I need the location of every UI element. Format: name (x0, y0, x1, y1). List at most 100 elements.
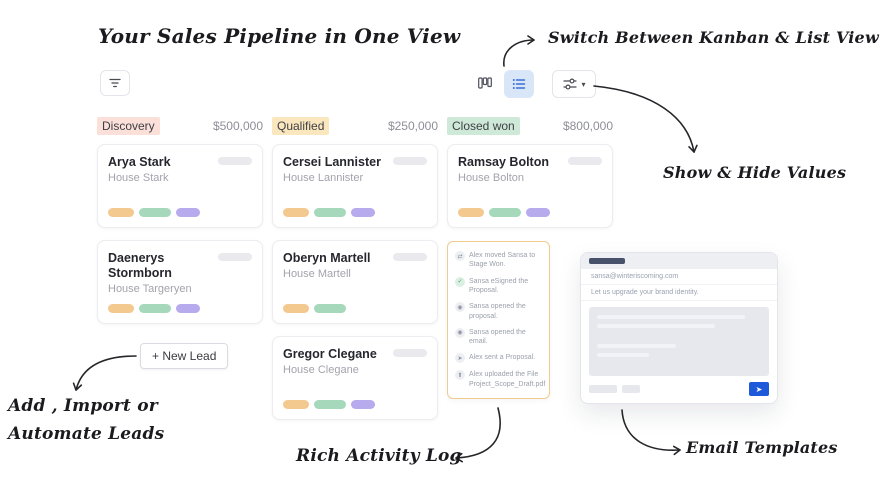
address-placeholder (589, 258, 625, 264)
new-lead-button[interactable]: + New Lead (140, 343, 229, 369)
list-view-icon (512, 79, 526, 89)
email-template-mockup: sansa@winteriscoming.com Let us upgrade … (580, 252, 778, 404)
tag-pills (283, 208, 427, 217)
arrow-email-templates (621, 409, 681, 456)
tag-pill-orange (283, 304, 309, 313)
activity-text: Alex sent a Proposal. (469, 354, 536, 362)
tag-pill-orange (108, 304, 134, 313)
column-discovery: Discovery $500,000 Arya Stark House Star… (97, 116, 263, 336)
annotation-add-leads-line2: Automate Leads (8, 424, 165, 444)
lead-name: Daenerys Stormborn (108, 251, 172, 280)
lead-card[interactable]: Ramsay Bolton House Bolton (447, 144, 613, 228)
chevron-down-icon: ▾ (581, 79, 586, 89)
tag-pill-green (314, 208, 346, 217)
column-header: Closed won $800,000 (447, 116, 613, 136)
lead-company: House Lannister (283, 172, 364, 184)
tag-pill-purple (351, 208, 375, 217)
activity-text: Alex uploaded the File Project_Scope_Dra… (469, 371, 546, 388)
tag-pill-green (314, 400, 346, 409)
column-header: Discovery $500,000 (97, 116, 263, 136)
email-footer: ➤ (581, 376, 777, 403)
list-view-button[interactable] (504, 70, 534, 98)
column-value: $250,000 (387, 119, 438, 133)
tag-pill-purple (526, 208, 550, 217)
activity-text: Alex moved Sansa to Stage Won. (469, 252, 536, 269)
annotation-email-templates: Email Templates (686, 438, 838, 457)
eye-icon: ◉ (455, 302, 465, 313)
lead-card[interactable]: Gregor Clegane House Clegane (272, 336, 438, 420)
tag-pill-green (489, 208, 521, 217)
email-to-field[interactable]: sansa@winteriscoming.com (581, 269, 777, 285)
tag-pill-orange (283, 400, 309, 409)
column-closed-won: Closed won $800,000 Ramsay Bolton House … (447, 116, 613, 240)
value-placeholder (393, 349, 427, 357)
tag-pills (108, 208, 252, 217)
lead-card[interactable]: Oberyn Martell House Martell (272, 240, 438, 324)
activity-entry: ➤ Alex sent a Proposal. (455, 353, 542, 364)
lead-name: Arya Stark (108, 155, 171, 169)
send-button[interactable]: ➤ (749, 382, 769, 396)
lead-company: House Stark (108, 172, 169, 184)
text-line-placeholder (597, 315, 745, 319)
lead-card[interactable]: Cersei Lannister House Lannister (272, 144, 438, 228)
activity-text: Sansa opened the email. (469, 328, 526, 346)
lead-company: House Targeryen (108, 283, 192, 295)
tag-pill-green (139, 304, 171, 313)
value-settings-button[interactable]: ▾ (552, 70, 596, 98)
filter-button[interactable] (100, 70, 130, 96)
email-window-bar (581, 253, 777, 269)
tag-pill-orange (458, 208, 484, 217)
email-subject-field[interactable]: Let us upgrade your brand identity. (581, 285, 777, 301)
send-icon: ➤ (455, 353, 465, 364)
tag-pills (458, 208, 602, 217)
activity-entry: ⇄ Alex moved Sansa to Stage Won. (455, 251, 542, 270)
lead-company: House Martell (283, 268, 351, 280)
filter-icon (109, 78, 121, 88)
lead-name: Cersei Lannister (283, 155, 381, 169)
upload-file-icon: ⬆ (455, 370, 465, 381)
tag-pill-green (314, 304, 346, 313)
column-value: $800,000 (562, 119, 613, 133)
activity-entry: ⬆ Alex uploaded the File Project_Scope_D… (455, 370, 546, 389)
value-placeholder (393, 157, 427, 165)
text-line-placeholder (597, 353, 650, 357)
attachment-placeholder (589, 385, 617, 393)
text-line-placeholder (597, 324, 716, 328)
sliders-icon (563, 78, 578, 90)
arrow-activity-log (455, 407, 501, 463)
column-label[interactable]: Discovery (97, 117, 160, 135)
activity-log-panel: ⇄ Alex moved Sansa to Stage Won. ✓ Sansa… (447, 241, 550, 399)
value-placeholder (218, 253, 252, 261)
activity-entry: ✓ Sansa eSigned the Proposal. (455, 276, 542, 296)
activity-text: Sansa opened the proposal. (469, 303, 526, 320)
kanban-view-icon (478, 77, 492, 89)
column-label[interactable]: Qualified (272, 117, 330, 135)
email-body-placeholder (589, 307, 769, 376)
lead-name: Ramsay Bolton (458, 155, 549, 169)
tag-pill-orange (108, 208, 134, 217)
tag-pill-orange (283, 208, 309, 217)
column-value: $500,000 (212, 119, 263, 133)
lead-card[interactable]: Daenerys Stormborn House Targeryen (97, 240, 263, 324)
lead-name: Oberyn Martell (283, 251, 371, 265)
eye-icon: ◉ (455, 327, 465, 338)
activity-text: Sansa eSigned the Proposal. (469, 277, 529, 295)
tag-pills (283, 400, 427, 409)
tag-pills (283, 304, 427, 313)
annotation-switch-view: Switch Between Kanban & List View (548, 28, 879, 47)
esign-check-icon: ✓ (455, 276, 465, 287)
activity-entry: ◉ Sansa opened the proposal. (455, 302, 542, 321)
column-label[interactable]: Closed won (447, 117, 520, 135)
text-line-placeholder (597, 344, 676, 348)
lead-card[interactable]: Arya Stark House Stark (97, 144, 263, 228)
tag-pill-green (139, 208, 171, 217)
value-placeholder (218, 157, 252, 165)
tag-pill-purple (176, 208, 200, 217)
arrow-switch-view (503, 35, 535, 67)
tag-pill-purple (176, 304, 200, 313)
kanban-view-button[interactable] (470, 70, 500, 98)
tag-pills (108, 304, 252, 313)
send-icon: ➤ (755, 384, 763, 394)
column-header: Qualified $250,000 (272, 116, 438, 136)
value-placeholder (393, 253, 427, 261)
